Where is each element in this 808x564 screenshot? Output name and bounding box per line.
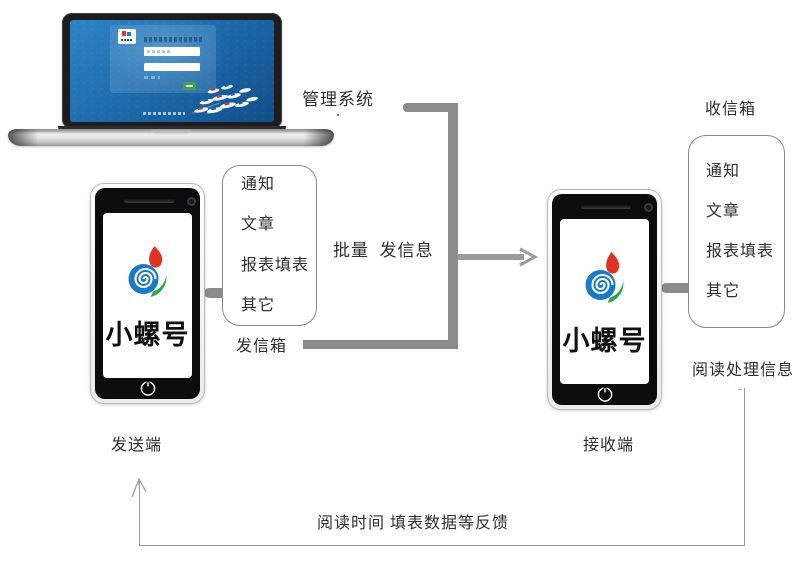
- connector-bottom-horizontal: [303, 340, 455, 349]
- label-management-system: 管理系统: [302, 90, 374, 109]
- sender-phone: 小螺号: [90, 183, 205, 404]
- category-item: 通知: [241, 176, 276, 193]
- camera-icon: [644, 203, 653, 212]
- brand-text: 小螺号: [105, 320, 190, 351]
- xiaoluohao-logo: [585, 252, 624, 303]
- sender-phone-face: 小螺号: [95, 188, 200, 399]
- label-inbox: 收信箱: [705, 101, 757, 118]
- laptop-base: [8, 129, 334, 146]
- category-item: 文章: [706, 203, 741, 220]
- feedback-line-left: [139, 479, 140, 545]
- connector-top-horizontal: [403, 103, 458, 112]
- label-batch-send: 批量 发信息: [333, 241, 434, 260]
- feedback-arrow-head: [131, 477, 147, 498]
- laptop-hinge: [58, 126, 286, 131]
- receiver-phone-screen: 小螺号: [560, 219, 649, 384]
- password-input[interactable]: [144, 63, 200, 71]
- feedback-line-tick: [738, 389, 742, 390]
- laptop-screen: [70, 20, 274, 122]
- category-item: 其它: [241, 296, 276, 314]
- stray-dot: [337, 114, 339, 116]
- boats-photo: [192, 84, 258, 114]
- outbox-categories: 通知 文章报表填表其它: [222, 165, 317, 326]
- login-links-blur[interactable]: [144, 76, 160, 79]
- power-button[interactable]: [139, 380, 156, 397]
- category-item: 报表填表: [241, 256, 310, 274]
- login-panel: [110, 25, 216, 93]
- label-receiver: 接收端: [583, 437, 635, 454]
- brand-text: 小螺号: [562, 326, 647, 357]
- send-arrow-head: [519, 247, 538, 267]
- app-logo: [118, 29, 136, 44]
- feedback-line-right: [744, 388, 745, 545]
- screen-footer-blur: [143, 112, 185, 115]
- category-item: 文章: [241, 216, 276, 234]
- category-item: 报表填表: [706, 243, 775, 260]
- feedback-line-bottom: [139, 545, 745, 546]
- username-input[interactable]: [144, 47, 200, 56]
- speaker: [124, 199, 174, 203]
- connector-vertical: [448, 103, 458, 349]
- power-button[interactable]: [596, 386, 613, 403]
- login-button[interactable]: [183, 82, 196, 90]
- category-item: 其它: [706, 283, 741, 300]
- receiver-phone-face: 小螺号: [552, 194, 657, 405]
- receiver-phone: 小螺号: [547, 189, 662, 410]
- label-feedback: 阅读时间 填表数据等反馈: [317, 515, 510, 532]
- speaker: [581, 205, 631, 209]
- label-sender: 发送端: [111, 437, 163, 454]
- category-item: 通知: [706, 163, 741, 180]
- send-arrow-shaft: [458, 254, 524, 260]
- camera-icon: [187, 197, 196, 206]
- receiver-phone-connector: [661, 283, 695, 293]
- label-outbox: 发信箱: [236, 338, 288, 355]
- inbox-categories: 通知 文章报表填表其它: [688, 135, 785, 328]
- sender-phone-connector: [204, 288, 228, 298]
- sender-phone-screen: 小螺号: [103, 213, 192, 378]
- label-read-handle: 阅读处理信息: [692, 362, 795, 379]
- login-title-blur: [144, 37, 204, 42]
- xiaoluohao-logo: [128, 246, 167, 297]
- laptop: [62, 13, 282, 129]
